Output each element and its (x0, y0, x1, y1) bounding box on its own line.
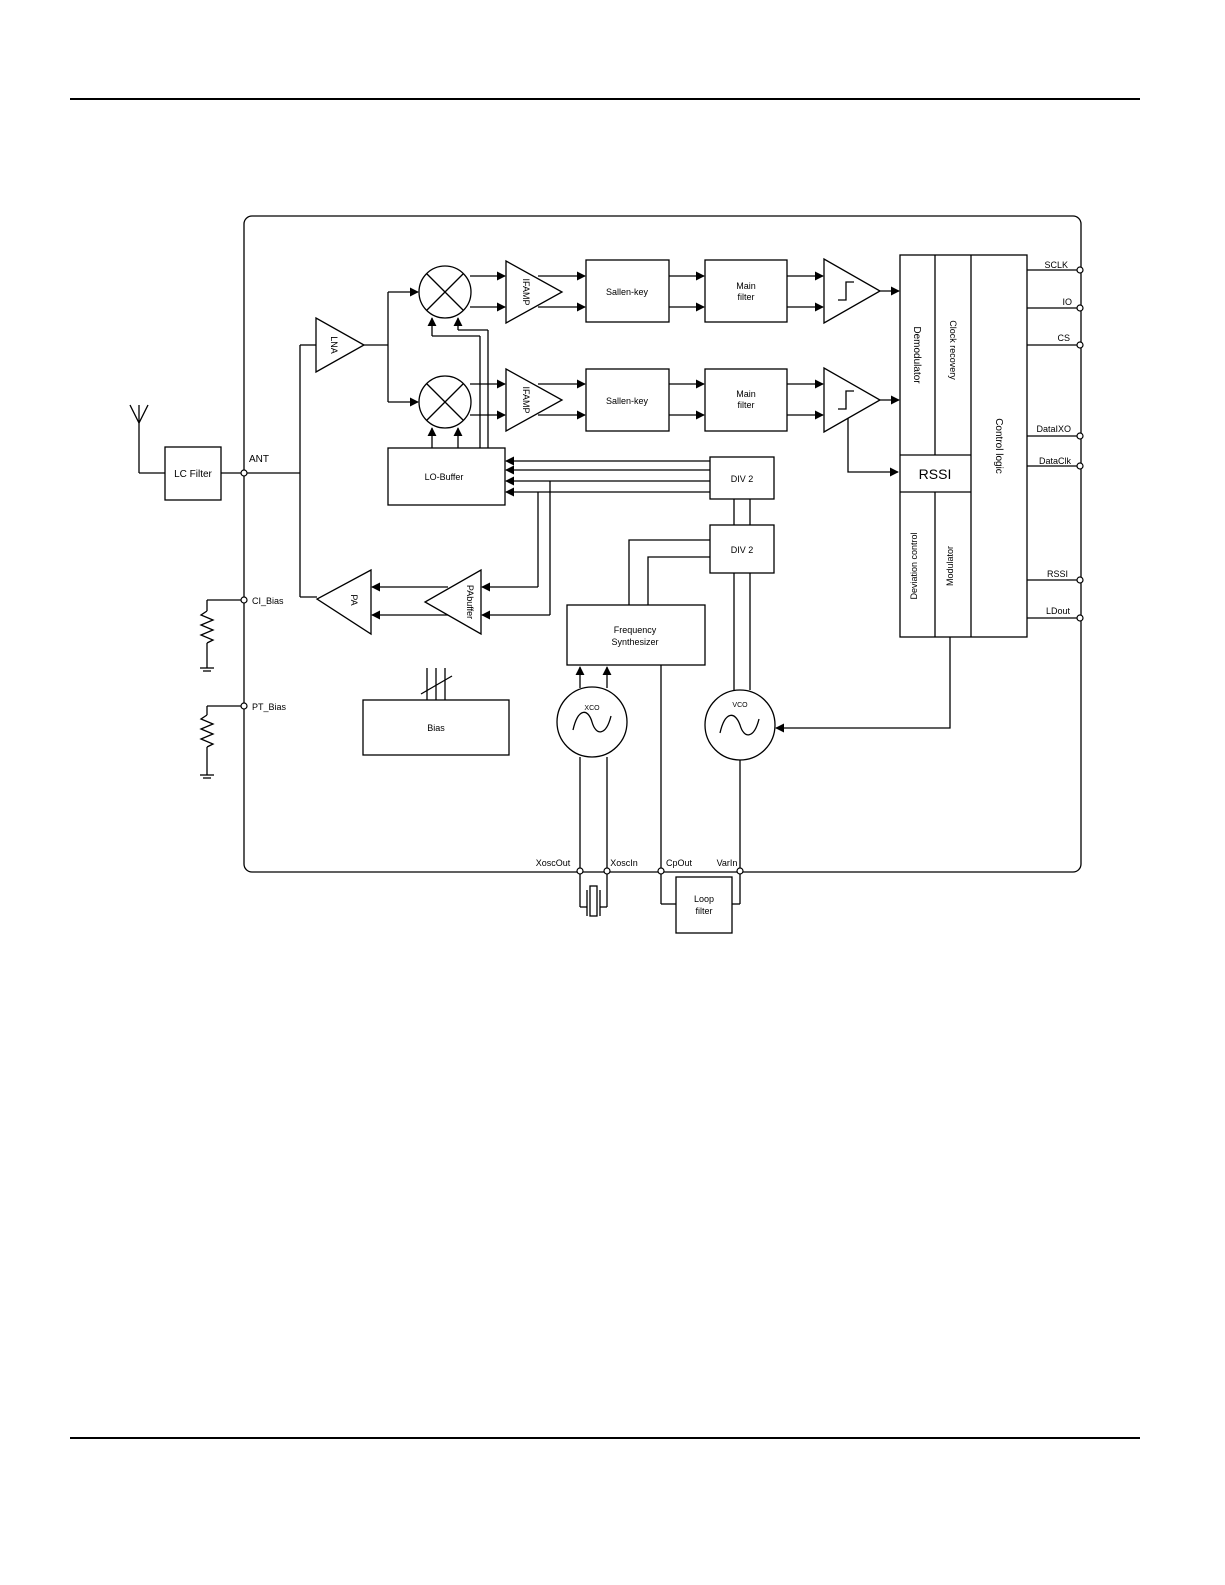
div2-lower-block: DIV 2 (709, 524, 775, 574)
pin-cs (1076, 341, 1084, 349)
pin-rssi-label: RSSI (1047, 569, 1068, 579)
pin-var-in-label: VarIn (717, 858, 738, 868)
freq-synth-line2: Synthesizer (611, 637, 658, 647)
div2-lower-label: DIV 2 (731, 545, 754, 555)
loop-filter-line2: filter (695, 906, 712, 916)
main-filter-i-line2: filter (737, 292, 754, 302)
pin-cs-label: CS (1057, 333, 1070, 343)
pa-buffer-amplifier: PAbuffer (423, 568, 482, 636)
pin-xosc-out (576, 867, 584, 875)
pin-xosc-in (603, 867, 611, 875)
div2-upper-block: DIV 2 (709, 456, 775, 500)
frequency-synthesizer-block: Frequency Synthesizer (566, 604, 706, 666)
xco-oscillator: XCO (556, 686, 628, 758)
ifamp-i-label: IFAMP (521, 278, 531, 305)
pin-var-in (736, 867, 744, 875)
loop-filter-line1: Loop (694, 894, 714, 904)
pin-cp-out-label: CpOut (666, 858, 693, 868)
modulator-label: Modulator (945, 546, 955, 586)
div2-upper-label: DIV 2 (731, 474, 754, 484)
pin-rssi (1076, 576, 1084, 584)
limiter-i (823, 257, 882, 325)
limiter-q (823, 366, 882, 434)
pin-pt-bias-label: PT_Bias (252, 702, 287, 712)
crystal-icon (579, 874, 608, 917)
pin-ld-out-label: LDout (1046, 606, 1071, 616)
sallen-key-i-label: Sallen-key (606, 287, 649, 297)
ifamp-q-label: IFAMP (521, 386, 531, 413)
right-pin-lines (1027, 269, 1080, 619)
bias-label: Bias (427, 723, 445, 733)
main-filter-q-line1: Main (736, 389, 756, 399)
pin-sclk (1076, 266, 1084, 274)
pin-ci-bias-label: CI_Bias (252, 596, 284, 606)
freq-synth-line1: Frequency (614, 625, 657, 635)
lna-label: LNA (329, 336, 339, 354)
pa-amplifier: PA (315, 568, 372, 636)
mixer-i (418, 265, 472, 319)
pt-bias-resistor (199, 705, 244, 779)
deviation-control-label: Deviation control (909, 532, 919, 599)
lna-amplifier: LNA (315, 316, 366, 374)
lo-buffer-label: LO-Buffer (425, 472, 464, 482)
pa-buffer-label: PAbuffer (465, 585, 475, 619)
pin-pt-bias (240, 702, 248, 710)
sallen-key-q: Sallen-key (585, 368, 670, 432)
ci-bias-resistor (199, 599, 244, 672)
main-filter-i-line1: Main (736, 281, 756, 291)
loop-filter-block: Loop filter (675, 876, 733, 934)
ifamp-q: IFAMP (505, 367, 564, 433)
pin-ant (240, 469, 248, 477)
lc-filter-block: LC Filter (164, 446, 222, 501)
antenna-icon (129, 404, 165, 474)
pin-data-ixo-label: DataIXO (1036, 424, 1071, 434)
ifamp-i: IFAMP (505, 259, 564, 325)
demodulator-label: Demodulator (911, 326, 922, 384)
xco-label: XCO (584, 705, 600, 712)
pin-data-ixo (1076, 432, 1084, 440)
rssi-block-label: RSSI (919, 466, 952, 482)
digital-core-block (899, 254, 1028, 638)
pin-data-clk (1076, 462, 1084, 470)
clock-recovery-label: Clock recovery (948, 320, 958, 380)
vco-label: VCO (732, 702, 748, 709)
bias-block: Bias (362, 668, 510, 756)
lo-buffer-block: LO-Buffer (387, 447, 506, 506)
sallen-key-q-label: Sallen-key (606, 396, 649, 406)
main-filter-q-line2: filter (737, 400, 754, 410)
pin-xosc-in-label: XoscIn (610, 858, 638, 868)
control-logic-label: Control logic (993, 418, 1004, 474)
pin-io (1076, 304, 1084, 312)
pin-io-label: IO (1062, 297, 1072, 307)
pa-label: PA (349, 594, 359, 605)
lc-filter-label: LC Filter (174, 469, 212, 480)
pin-cp-out (657, 867, 665, 875)
mixer-q (418, 375, 472, 429)
pin-sclk-label: SCLK (1044, 260, 1068, 270)
pin-ant-label: ANT (249, 454, 269, 465)
sallen-key-i: Sallen-key (585, 259, 670, 323)
vco-oscillator: VCO (704, 689, 776, 761)
main-filter-q: Main filter (704, 368, 788, 432)
pin-ci-bias (240, 596, 248, 604)
main-filter-i: Main filter (704, 259, 788, 323)
pin-data-clk-label: DataClk (1039, 456, 1072, 466)
pin-xosc-out-label: XoscOut (536, 858, 571, 868)
pin-ld-out (1076, 614, 1084, 622)
